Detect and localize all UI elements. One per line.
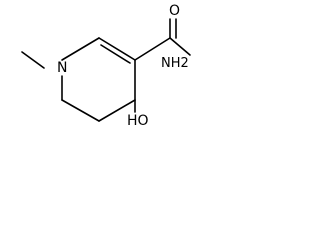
bond-n-c2 — [61, 37, 100, 61]
bond-c3-carbonyl — [134, 37, 171, 61]
carbonyl-oxygen-label: O — [168, 3, 182, 19]
structure-diagram: N O NH2 HO — [0, 0, 200, 138]
ring-nitrogen-label: N — [56, 60, 69, 76]
bond-drawing — [21, 18, 191, 122]
bond-c2-c3-double — [100, 44, 131, 64]
bond-c5-c6 — [61, 99, 100, 122]
amide-nh2-label: NH2 — [160, 56, 190, 71]
bond-c4-c5 — [98, 99, 136, 122]
hydroxyl-label: HO — [126, 113, 150, 129]
bond-c2-c3 — [98, 37, 136, 61]
bond-methyl-n — [21, 51, 45, 69]
bond-carbonyl-n — [169, 37, 191, 56]
